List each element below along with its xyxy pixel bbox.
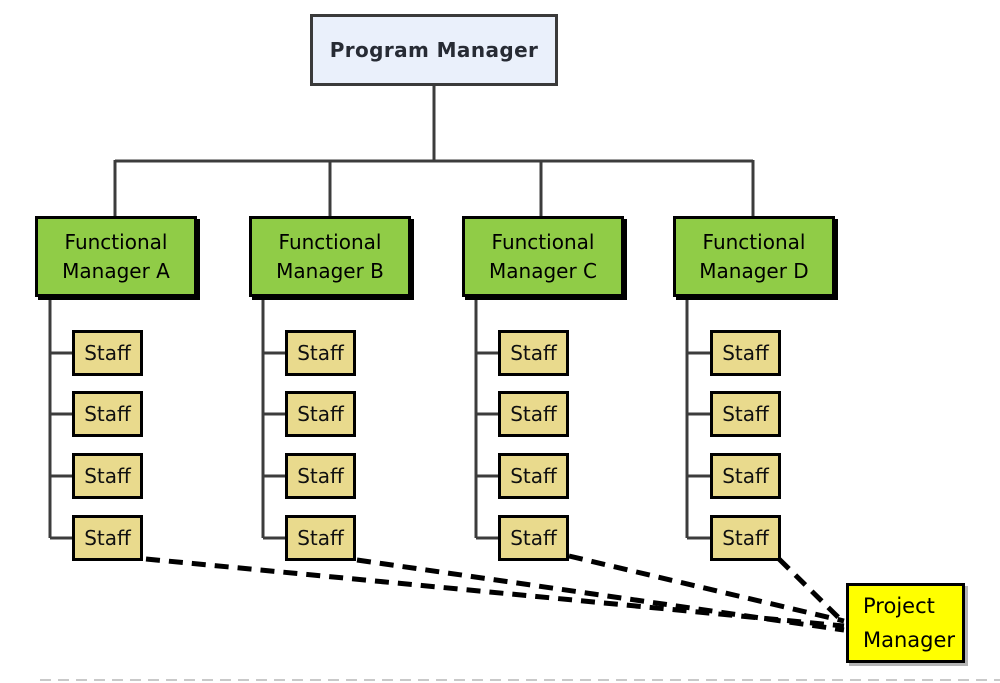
functional-manager-c-line2: Manager C bbox=[489, 258, 597, 283]
connector-staff-column-c bbox=[474, 295, 498, 540]
connector-staff-column-b bbox=[261, 295, 285, 540]
org-hierarchy-connectors bbox=[48, 86, 755, 540]
dashed-link-staff-d bbox=[777, 557, 844, 623]
functional-manager-d-line1: Functional bbox=[702, 229, 806, 254]
program-manager-box: Program Manager bbox=[310, 14, 558, 86]
project-manager-line2: Manager bbox=[863, 628, 956, 652]
dashed-link-staff-b bbox=[356, 557, 845, 633]
staff-box-b1: Staff bbox=[285, 330, 356, 376]
project-manager-box: Project Manager bbox=[846, 583, 965, 663]
staff-box-b3: Staff bbox=[285, 453, 356, 499]
functional-manager-a-line1: Functional bbox=[64, 229, 168, 254]
staff-box-b4: Staff bbox=[285, 515, 356, 561]
functional-manager-d-line2: Manager D bbox=[699, 258, 809, 283]
program-manager-label: Program Manager bbox=[329, 38, 539, 62]
staff-box-a2: Staff bbox=[72, 391, 143, 437]
staff-box-d1: Staff bbox=[710, 330, 781, 376]
staff-box-d3: Staff bbox=[710, 453, 781, 499]
dashed-link-staff-a bbox=[145, 556, 845, 629]
staff-box-c4: Staff bbox=[498, 515, 569, 561]
functional-manager-b-line1: Functional bbox=[278, 229, 382, 254]
functional-manager-b-box: Functional Manager B bbox=[249, 216, 411, 297]
functional-manager-c-line1: Functional bbox=[491, 229, 595, 254]
functional-manager-b-line2: Manager B bbox=[276, 258, 384, 283]
staff-box-b2: Staff bbox=[285, 391, 356, 437]
functional-manager-d-box: Functional Manager D bbox=[673, 216, 835, 297]
project-manager-line1: Project bbox=[863, 594, 935, 618]
staff-box-c2: Staff bbox=[498, 391, 569, 437]
staff-box-c1: Staff bbox=[498, 330, 569, 376]
staff-box-a1: Staff bbox=[72, 330, 143, 376]
staff-box-d4: Staff bbox=[710, 515, 781, 561]
staff-box-a3: Staff bbox=[72, 453, 143, 499]
dashed-link-staff-c bbox=[568, 553, 845, 624]
staff-box-d2: Staff bbox=[710, 391, 781, 437]
dashed-project-links bbox=[145, 553, 845, 633]
staff-box-a4: Staff bbox=[72, 515, 143, 561]
staff-box-c3: Staff bbox=[498, 453, 569, 499]
functional-manager-a-line2: Manager A bbox=[62, 258, 170, 283]
functional-manager-c-box: Functional Manager C bbox=[462, 216, 624, 297]
connector-staff-column-d bbox=[685, 295, 710, 540]
connector-staff-column-a bbox=[48, 295, 72, 540]
functional-manager-a-box: Functional Manager A bbox=[35, 216, 197, 297]
